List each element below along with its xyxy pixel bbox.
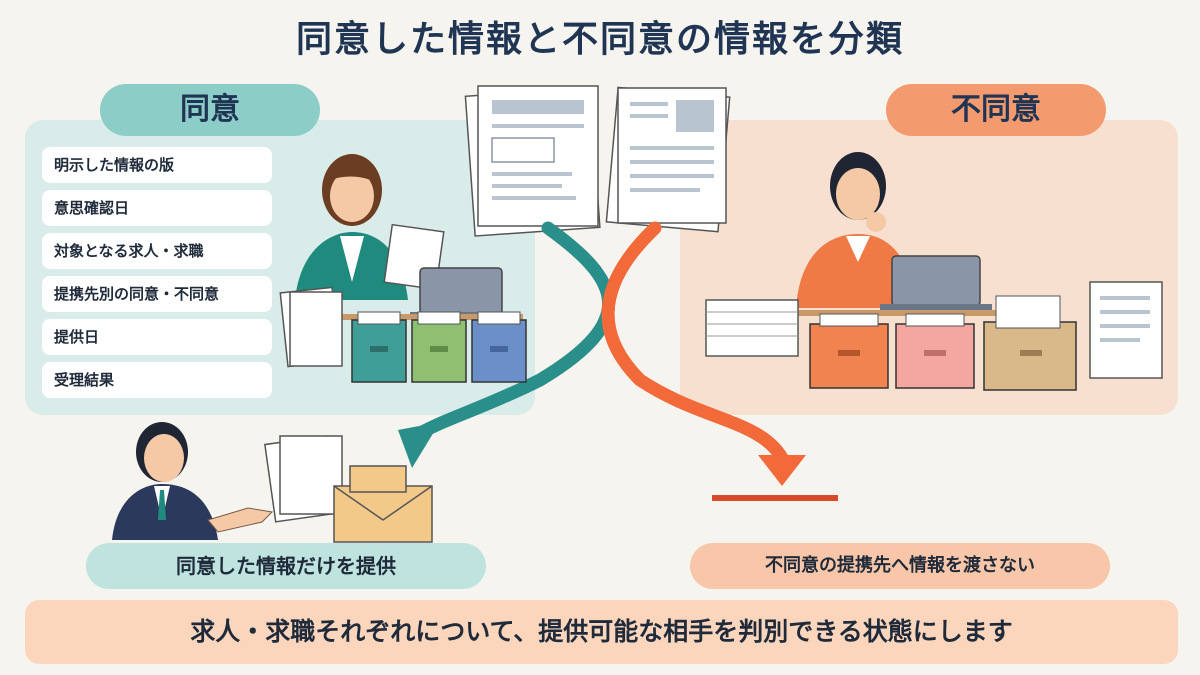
block-bar xyxy=(712,495,838,501)
woman-worker-icon xyxy=(295,154,408,300)
disagree-arrow-head-icon xyxy=(758,455,806,486)
businessman-icon xyxy=(112,422,274,540)
laptop-left-icon xyxy=(410,267,512,318)
agree-arrow xyxy=(405,221,615,445)
agree-item-version: 明示した情報の版 xyxy=(42,147,272,183)
disagree-arrow xyxy=(601,221,789,465)
agree-item-provide-date: 提供日 xyxy=(42,319,272,355)
agree-item-partner-consent: 提携先別の同意・不同意 xyxy=(42,276,272,312)
agree-item-result: 受理結果 xyxy=(42,362,272,398)
disagree-label: 不同意 xyxy=(886,84,1106,136)
teal-file-box-icon xyxy=(351,311,407,383)
green-file-box-icon xyxy=(411,311,467,383)
agree-result-label: 同意した情報だけを提供 xyxy=(86,543,486,589)
agree-arrow-head-icon xyxy=(398,422,440,468)
pink-file-box-icon xyxy=(895,313,975,389)
document-stack-right-icon xyxy=(605,86,731,233)
envelope-icon xyxy=(333,465,433,543)
page-title: 同意した情報と不同意の情報を分類 xyxy=(295,19,904,60)
agree-item-target: 対象となる求人・求職 xyxy=(42,233,272,269)
man-thinking-icon xyxy=(796,152,916,308)
laptop-right-icon xyxy=(880,255,992,310)
desk-right xyxy=(790,310,1040,316)
handover-documents-icon xyxy=(264,435,343,523)
desk-left xyxy=(298,314,523,320)
agree-item-confirm-date: 意思確認日 xyxy=(42,190,272,226)
paper-stack-left-icon xyxy=(279,286,343,368)
document-right-icon xyxy=(1089,281,1163,379)
footer-summary: 求人・求職それぞれについて、提供可能な相手を判別できる状態にします xyxy=(25,600,1178,664)
disagree-result-label: 不同意の提携先へ情報を渡さない xyxy=(690,543,1110,589)
paper-pile-right-icon xyxy=(705,299,799,357)
document-stack-left-icon xyxy=(464,85,601,237)
orange-file-box-icon xyxy=(809,313,889,389)
tan-file-box-icon xyxy=(983,295,1077,391)
blue-file-box-icon xyxy=(471,311,527,383)
agree-label: 同意 xyxy=(100,84,320,136)
